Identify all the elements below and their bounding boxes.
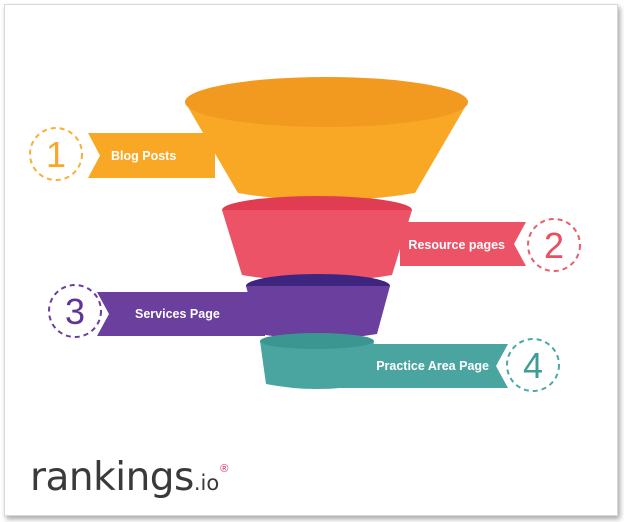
stage-2-funnel-body — [222, 210, 412, 282]
stage-1-number-badge: 1 — [29, 127, 83, 181]
stage-2-number: 2 — [544, 225, 564, 266]
brand-tld: .io — [193, 471, 220, 495]
brand-word: rankings — [30, 455, 194, 500]
registered-mark: ® — [220, 463, 229, 475]
stage-1-number: 1 — [46, 134, 66, 175]
stage-3-label: Services Page — [135, 307, 220, 321]
stage-2-number-badge: 2 — [527, 218, 581, 272]
stage-3-ribbon — [97, 292, 265, 336]
stage-4-funnel-rim — [260, 333, 374, 349]
stage-2-label: Resource pages — [408, 238, 505, 252]
stage-4-funnel-body — [260, 341, 374, 389]
stage-4-number: 4 — [523, 345, 543, 386]
stage-1-funnel-body — [185, 102, 468, 201]
stage-3-funnel-body — [246, 286, 390, 339]
stage-4-number-badge: 4 — [506, 338, 560, 392]
stage-2-ribbon — [400, 222, 526, 266]
stage-4-label: Practice Area Page — [376, 359, 489, 373]
stage-1-ribbon — [88, 133, 215, 178]
stage-1-label: Blog Posts — [111, 149, 176, 163]
brand-logo: rankings.io® — [30, 455, 229, 500]
stage-3-number: 3 — [65, 291, 85, 332]
stage-3-number-badge: 3 — [48, 284, 102, 338]
stage-4-ribbon — [340, 344, 508, 388]
stage-1-funnel-rim — [185, 77, 468, 127]
